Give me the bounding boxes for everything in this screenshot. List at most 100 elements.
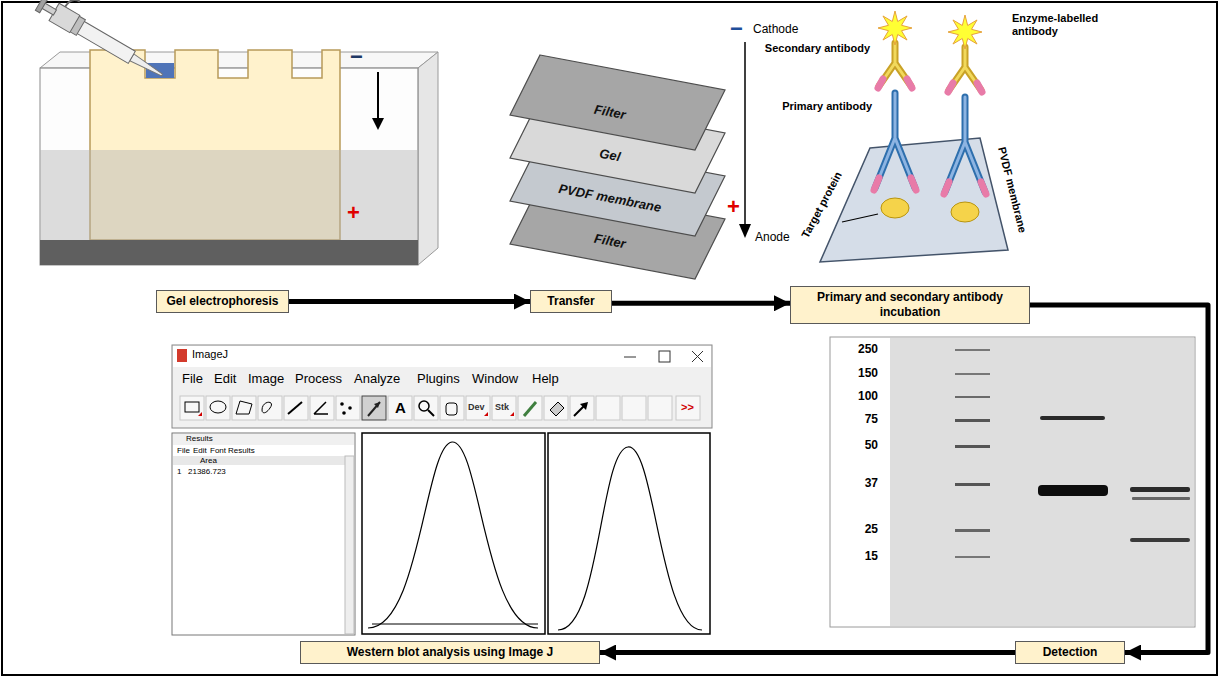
marker-size: 15 <box>836 549 878 563</box>
tool-icon <box>198 412 202 416</box>
menu-item: File <box>177 446 190 456</box>
menu-item: Window <box>472 371 518 387</box>
tool-button <box>676 396 700 420</box>
layer-outline <box>510 184 725 279</box>
profile-plot <box>362 433 545 634</box>
flow-arrow <box>1030 305 1208 653</box>
antibody-stack <box>878 11 912 45</box>
window-title: ImageJ <box>192 348 228 361</box>
imagej-window <box>659 351 670 362</box>
pipette <box>76 21 135 63</box>
caption-box: Primary and secondary antibody incubatio… <box>790 286 1030 324</box>
marker-size: 25 <box>836 522 878 536</box>
tool-button <box>440 396 464 420</box>
caption-box: Transfer <box>530 290 612 313</box>
profile-plot <box>372 624 538 625</box>
pvdf-membrane <box>820 138 1008 262</box>
part-label: Primary antibody <box>752 100 872 113</box>
antibody-stack <box>874 11 916 218</box>
antibody-stack <box>878 79 912 88</box>
tool-icon <box>262 402 271 413</box>
tool-icon <box>236 401 252 414</box>
menu-item: Analyze <box>354 371 400 387</box>
ladder-band <box>955 556 990 558</box>
ladder-band <box>955 396 990 398</box>
migration-arrow <box>372 72 384 130</box>
part-label: Enzyme-labelled antibody <box>1012 12 1116 38</box>
flow-arrow <box>612 301 790 306</box>
tool-icon <box>210 401 226 413</box>
antibody-stack <box>874 178 916 190</box>
tool-button <box>492 396 516 420</box>
antibody-stack <box>875 93 915 188</box>
caption-text: Transfer <box>539 294 603 309</box>
protein-band <box>1040 416 1105 420</box>
marker-size: 37 <box>836 476 878 490</box>
ladder-band <box>955 529 990 532</box>
table-cell: 1 <box>177 467 181 477</box>
caption-text: Gel electrophoresis <box>165 294 280 309</box>
marker-size: 100 <box>836 389 878 403</box>
pipette <box>35 0 47 13</box>
tool-button <box>284 396 308 420</box>
antibody-stack <box>875 93 915 188</box>
pipette <box>34 0 173 84</box>
polarity-sign: + <box>727 194 740 220</box>
ladder-band <box>955 419 990 422</box>
blot-image <box>830 337 1195 627</box>
pvdf-membrane <box>820 138 1008 262</box>
window-title: Results <box>186 434 213 444</box>
running-buffer <box>40 240 418 265</box>
migration-arrow <box>377 72 379 120</box>
running-buffer <box>40 150 418 240</box>
table-header: Area <box>200 456 217 466</box>
tool-button <box>310 396 334 420</box>
tool-icon <box>580 402 588 410</box>
tool-icon <box>446 403 457 415</box>
current-direction-arrow <box>739 42 751 238</box>
marker-size: 75 <box>836 412 878 426</box>
tool-button <box>518 396 542 420</box>
tool-icon <box>484 412 488 416</box>
blot-image <box>830 337 1195 627</box>
results-window <box>173 456 345 465</box>
ladder-band <box>955 483 990 486</box>
pipette <box>130 54 164 79</box>
protein-band <box>1130 538 1190 542</box>
menu-item: Edit <box>214 371 236 387</box>
antibody-stack <box>945 97 985 192</box>
antibody-stack <box>948 15 982 49</box>
results-window <box>345 456 354 634</box>
antibody-stack <box>881 198 909 218</box>
tool-button <box>544 396 568 420</box>
antibody-stack <box>948 83 982 92</box>
antibody-stack <box>951 202 979 222</box>
polarity-sign: − <box>730 16 743 42</box>
current-direction-arrow <box>744 42 746 226</box>
tool-button <box>180 396 204 420</box>
layer-outline <box>510 55 725 150</box>
menu-item: Results <box>228 446 255 456</box>
tool-button <box>570 396 594 420</box>
tool-icon <box>368 402 380 416</box>
polarity-sign: − <box>350 44 363 70</box>
menu-item: Edit <box>193 446 207 456</box>
tool-label: Dev <box>468 402 485 413</box>
imagej-window <box>173 346 711 367</box>
profile-plot <box>368 442 538 628</box>
imagej-window <box>692 351 703 362</box>
menu-item: Font <box>210 446 226 456</box>
tool-icon <box>374 402 380 408</box>
tool-icon <box>288 402 302 414</box>
caption-text: Detection <box>1024 645 1116 660</box>
tool-label: >> <box>681 401 694 414</box>
current-direction-arrow <box>739 224 751 238</box>
ladder-band <box>955 445 990 448</box>
results-window <box>172 433 355 635</box>
tool-button <box>180 396 700 420</box>
gel-tank <box>418 52 438 265</box>
blot-image <box>890 338 1194 626</box>
caption-text: Western blot analysis using Image J <box>309 645 591 660</box>
